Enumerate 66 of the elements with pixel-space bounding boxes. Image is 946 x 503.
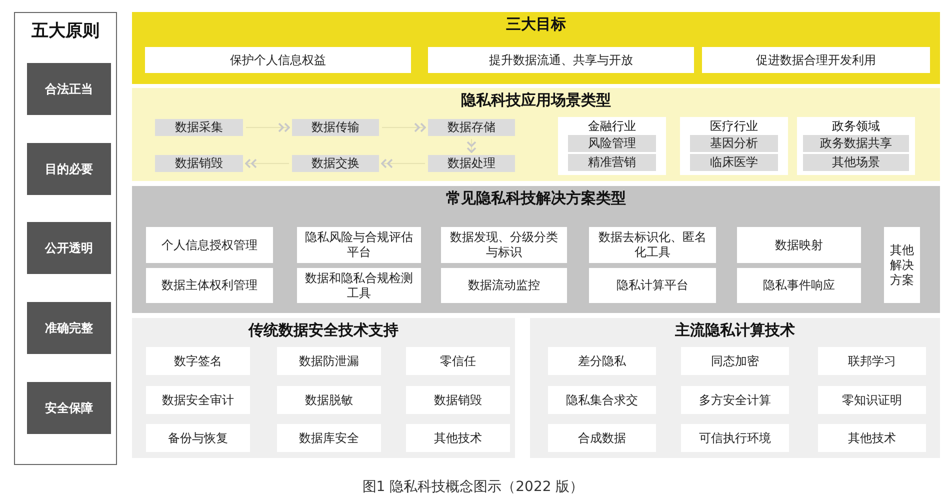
technology-box: 数据销毁 — [406, 386, 510, 414]
technology-box: 差分隐私 — [548, 347, 656, 375]
section-title: 传统数据安全技术支持 — [248, 321, 398, 340]
lifecycle-stage-box: 数据交换 — [292, 155, 379, 172]
technology-box: 隐私集合求交 — [548, 386, 656, 414]
goal-box: 促进数据合理开发利用 — [702, 47, 930, 73]
section-title: 主流隐私计算技术 — [675, 321, 795, 340]
principle-box: 合法正当 — [27, 63, 111, 115]
industry-card — [797, 117, 915, 175]
technology-box: 数据安全审计 — [146, 386, 250, 414]
scenario-tag: 政务数据共享 — [803, 135, 909, 152]
technology-box: 多方安全计算 — [681, 386, 789, 414]
lifecycle-stage-box: 数据销毁 — [155, 155, 243, 172]
figure-caption: 图1 隐私科技概念图示（2022 版） — [362, 478, 584, 496]
goal-box: 提升数据流通、共享与开放 — [428, 47, 694, 73]
solution-box: 数据流动监控 — [441, 268, 567, 303]
technology-box: 可信执行环境 — [681, 424, 789, 452]
card-title: 政务领域 — [832, 119, 880, 134]
technology-box: 数据脱敏 — [277, 386, 381, 414]
goal-box: 保护个人信息权益 — [145, 47, 411, 73]
section-title: 隐私科技应用场景类型 — [461, 91, 611, 110]
section-title: 五大原则 — [32, 21, 100, 42]
scenario-tag: 基因分析 — [690, 135, 778, 152]
industry-card — [680, 117, 788, 175]
lifecycle-stage-box: 数据传输 — [292, 119, 379, 136]
solution-box: 数据映射 — [737, 227, 861, 263]
scenario-tag: 临床医学 — [690, 154, 778, 171]
technology-box: 其他技术 — [818, 424, 926, 452]
section-title: 常见隐私科技解决方案类型 — [446, 189, 626, 208]
principle-box: 准确完整 — [27, 302, 111, 354]
solution-box: 隐私风险与合规评估平台 — [297, 227, 421, 263]
scenario-panel — [132, 88, 940, 181]
principle-box: 公开透明 — [27, 222, 111, 274]
scenario-tag: 其他场景 — [803, 154, 909, 171]
scenario-tag: 风险管理 — [568, 135, 656, 152]
technology-box: 数字签名 — [146, 347, 250, 375]
solution-box: 其他解决方案 — [884, 227, 920, 303]
principle-box: 安全保障 — [27, 382, 111, 434]
industry-card — [558, 117, 666, 175]
card-title: 医疗行业 — [710, 119, 758, 134]
lifecycle-stage-box: 数据采集 — [155, 119, 243, 136]
scenario-tag: 精准营销 — [568, 154, 656, 171]
lifecycle-stage-box: 数据存储 — [428, 119, 515, 136]
technology-box: 联邦学习 — [818, 347, 926, 375]
solutions-panel — [132, 186, 940, 313]
section-title: 三大目标 — [506, 15, 566, 34]
technology-box: 数据库安全 — [277, 424, 381, 452]
principle-box: 目的必要 — [27, 143, 111, 195]
goals-panel — [132, 12, 940, 84]
technology-box: 零信任 — [406, 347, 510, 375]
principles-panel — [14, 12, 117, 465]
solution-box: 数据去标识化、匿名化工具 — [589, 227, 716, 263]
lifecycle-stage-box: 数据处理 — [428, 155, 515, 172]
technology-box: 合成数据 — [548, 424, 656, 452]
solution-box: 数据和隐私合规检测工具 — [297, 268, 421, 303]
technology-box: 备份与恢复 — [146, 424, 250, 452]
technology-box: 其他技术 — [406, 424, 510, 452]
solution-box: 隐私事件响应 — [737, 268, 861, 303]
solution-box: 个人信息授权管理 — [146, 227, 273, 263]
technology-box: 数据防泄漏 — [277, 347, 381, 375]
technology-box: 零知识证明 — [818, 386, 926, 414]
solution-box: 隐私计算平台 — [589, 268, 716, 303]
card-title: 金融行业 — [588, 119, 636, 134]
solution-box: 数据发现、分级分类与标识 — [441, 227, 567, 263]
solution-box: 数据主体权利管理 — [146, 268, 273, 303]
technology-box: 同态加密 — [681, 347, 789, 375]
